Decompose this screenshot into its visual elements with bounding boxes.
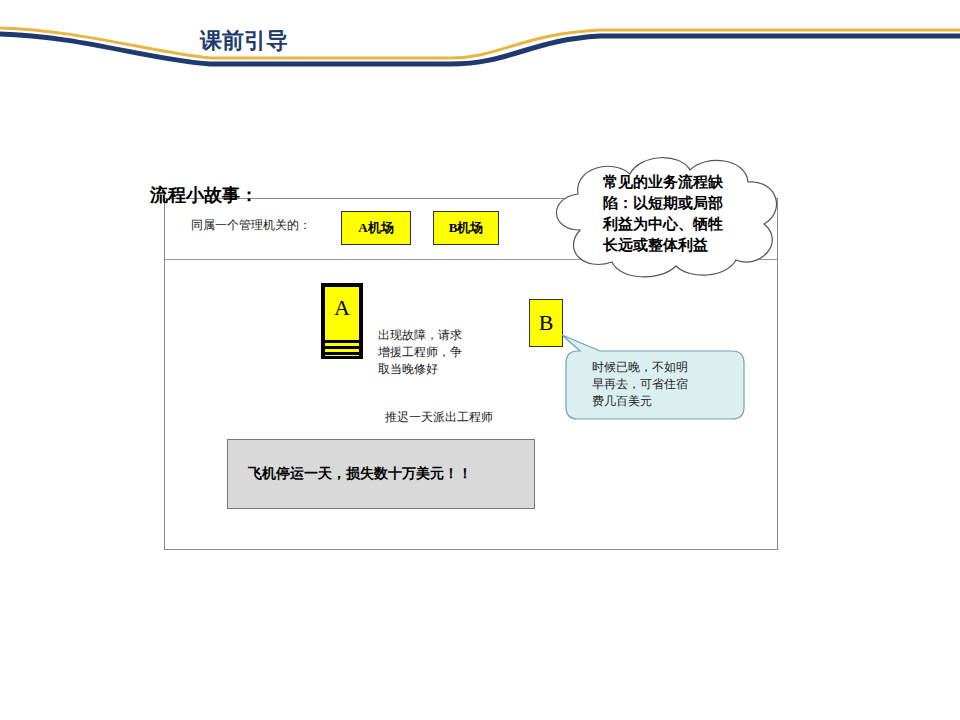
airport-a-block: A [321,283,363,359]
header-band [0,0,960,80]
node-text: A机场 [358,219,393,237]
section-heading: 流程小故事： [150,183,960,207]
edge-label: 出现故障，请求增援工程师，争取当晚修好 [378,327,470,378]
slide-title: 课前引导 [200,26,960,56]
airport-box: A机场 [341,211,411,245]
node-text: 常见的业务流程缺陷：以短期或局部利益为中心、牺牲长远或整体利益 [603,172,727,256]
node-text: B机场 [449,219,484,237]
navy-curve [0,34,960,64]
airport-box: B机场 [433,211,499,245]
airport-b-block: B [529,299,563,347]
cloud-shape [556,158,776,277]
edge-label: 推迟一天派出工程师 [385,409,515,426]
node-text: A [325,295,359,321]
thought-cloud: 常见的业务流程缺陷：以短期或局部利益为中心、牺牲长远或整体利益 [540,150,790,280]
bubble-shape [562,335,744,419]
node-text: 飞机停运一天，损失数十万美元！！ [248,465,472,483]
result-box: 飞机停运一天，损失数十万美元！！ [227,439,535,509]
node-text: 时候已晚，不如明早再去，可省住宿费几百美元 [592,359,696,410]
node-text: 同属一个管理机关的： [191,217,311,234]
node-text: B [539,310,554,336]
speech-bubble: 时候已晚，不如明早再去，可省住宿费几百美元 [566,351,744,419]
